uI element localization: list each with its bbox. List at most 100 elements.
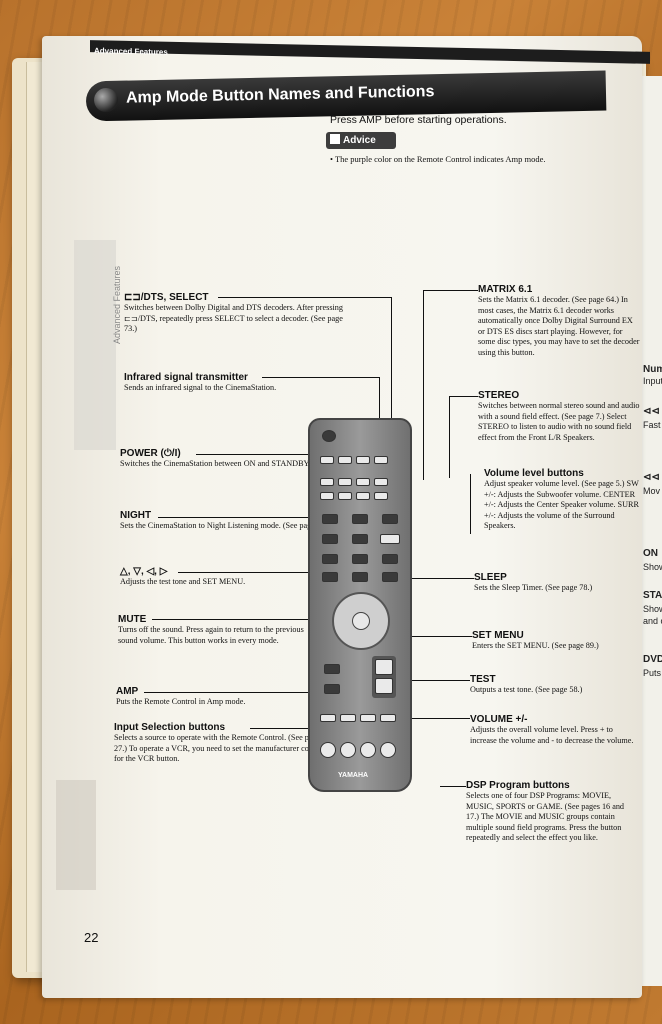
matrix-button[interactable]	[356, 456, 370, 464]
input-button[interactable]	[360, 714, 376, 722]
leader-line	[440, 786, 466, 787]
enter-button[interactable]	[352, 612, 370, 630]
leader-line	[262, 377, 380, 378]
night-button[interactable]	[320, 478, 334, 486]
callout-desc: Selects a source to operate with the Rem…	[114, 733, 321, 763]
leader-line	[250, 728, 340, 729]
page-number: 22	[84, 930, 99, 945]
leader-line	[424, 290, 478, 291]
leader-line	[412, 718, 470, 719]
callout-sleep: SLEEP Sets the Sleep Timer. (See page 78…	[474, 572, 634, 594]
instruction-text: Press AMP before starting operations.	[330, 114, 507, 126]
callout-heading: SET MENU	[472, 630, 524, 641]
bullet-icon	[93, 87, 119, 113]
callout-desc: Adjust speaker volume level. (See page 5…	[484, 479, 639, 530]
leader-line	[152, 619, 340, 620]
next-page-text: Num	[643, 364, 662, 375]
callout-volume: VOLUME +/- Adjusts the overall volume le…	[470, 714, 634, 746]
callout-desc: Enters the SET MENU. (See page 89.)	[472, 641, 599, 650]
remote-button[interactable]	[322, 514, 338, 524]
next-page-text: Puts	[643, 668, 662, 678]
callout-desc: Selects one of four DSP Programs: MOVIE,…	[466, 791, 625, 842]
callout-desc: Turns off the sound. Press again to retu…	[118, 625, 304, 645]
remote-button[interactable]	[356, 478, 370, 486]
remote-button[interactable]	[322, 572, 338, 582]
amp-button[interactable]	[324, 684, 340, 694]
remote-button[interactable]	[338, 492, 352, 500]
callout-test: TEST Outputs a test tone. (See page 58.)	[470, 674, 630, 696]
advice-text: • The purple color on the Remote Control…	[330, 154, 546, 164]
advice-badge: Advice	[326, 132, 396, 149]
side-tab-shading	[74, 240, 116, 450]
callout-desc: Puts the Remote Control in Amp mode.	[116, 697, 246, 706]
callout-desc: Switches between Dolby Digital and DTS d…	[124, 303, 343, 333]
volume-up-button[interactable]	[375, 659, 393, 675]
callout-heading: ⊏⊐/DTS, SELECT	[124, 292, 209, 303]
leader-line	[423, 290, 424, 480]
leader-line	[412, 578, 474, 579]
dsp-music-button[interactable]	[340, 742, 356, 758]
dsp-movie-button[interactable]	[320, 742, 336, 758]
next-page-text: ⊲⊲	[643, 472, 660, 483]
remote-button[interactable]	[374, 478, 388, 486]
callout-desc: Outputs a test tone. (See page 58.)	[470, 685, 583, 694]
next-page-text: ON	[643, 548, 658, 559]
remote-button[interactable]	[382, 572, 398, 582]
next-page-text: Mov	[643, 486, 661, 496]
callout-heading: POWER (⏻/I)	[120, 448, 181, 459]
callout-heading: STEREO	[478, 390, 520, 401]
remote-button[interactable]	[320, 456, 334, 464]
sleep-button[interactable]	[380, 534, 400, 544]
callout-desc: Sends an infrared signal to the CinemaSt…	[124, 383, 277, 392]
remote-button[interactable]	[322, 534, 338, 544]
callout-desc: Sets the Matrix 6.1 decoder. (See page 6…	[478, 295, 640, 357]
leader-line	[412, 680, 470, 681]
callout-heading: Input Selection buttons	[114, 722, 226, 733]
dsp-sports-button[interactable]	[360, 742, 376, 758]
remote-button[interactable]	[382, 554, 398, 564]
dsp-game-button[interactable]	[380, 742, 396, 758]
direction-pad[interactable]	[332, 592, 390, 650]
remote-button[interactable]	[356, 492, 370, 500]
advice-icon	[330, 134, 340, 144]
side-label: Advanced Features	[112, 265, 123, 345]
stereo-button[interactable]	[374, 456, 388, 464]
power-button[interactable]	[322, 430, 336, 442]
callout-set-menu: SET MENU Enters the SET MENU. (See page …	[472, 630, 632, 652]
remote-button[interactable]	[352, 534, 368, 544]
next-page-text: DVD	[643, 654, 662, 665]
remote-button[interactable]	[338, 478, 352, 486]
mute-button[interactable]	[324, 664, 340, 674]
next-page-text: Input	[643, 376, 662, 386]
section-tab-label: Advanced Features	[94, 46, 168, 57]
remote-button[interactable]	[322, 554, 338, 564]
callout-heading: △, ▽, ◁, ▷	[120, 566, 168, 577]
input-button[interactable]	[320, 714, 336, 722]
remote-button[interactable]	[320, 492, 334, 500]
next-page-text: Show	[643, 562, 662, 572]
callout-amp: AMP Puts the Remote Control in Amp mode.	[116, 686, 316, 708]
input-button[interactable]	[380, 714, 396, 722]
remote-button[interactable]	[374, 492, 388, 500]
remote-button[interactable]	[352, 554, 368, 564]
remote-control: YAMAHA	[308, 418, 412, 792]
dts-button[interactable]	[338, 456, 352, 464]
remote-button[interactable]	[352, 514, 368, 524]
callout-heading: TEST	[470, 674, 496, 685]
volume-down-button[interactable]	[375, 678, 393, 694]
callout-heading: Volume level buttons	[484, 468, 584, 479]
leader-line	[470, 474, 471, 534]
remote-button[interactable]	[352, 572, 368, 582]
next-page-text: Show	[643, 604, 662, 614]
callout-heading: VOLUME +/-	[470, 714, 528, 725]
callout-power: POWER (⏻/I) Switches the CinemaStation b…	[120, 448, 320, 470]
callout-matrix: MATRIX 6.1 Sets the Matrix 6.1 decoder. …	[478, 284, 640, 358]
callout-desc: Sets the Sleep Timer. (See page 78.)	[474, 583, 593, 592]
input-button[interactable]	[340, 714, 356, 722]
leader-line	[449, 396, 450, 478]
advice-label: Advice	[343, 135, 376, 146]
callout-desc: Switches between normal stereo sound and…	[478, 401, 640, 442]
remote-button[interactable]	[382, 514, 398, 524]
corner-shading	[56, 780, 96, 890]
next-page-text: and c	[643, 616, 662, 626]
